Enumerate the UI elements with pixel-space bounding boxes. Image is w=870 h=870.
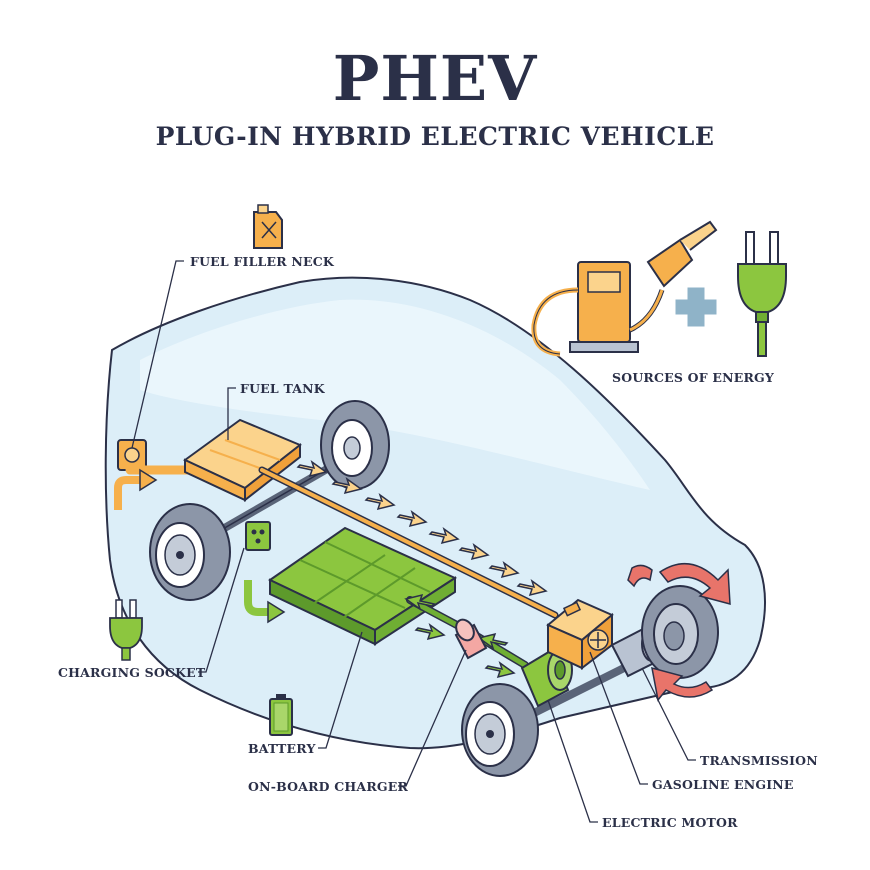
electric-plug-icon: [737, 231, 787, 357]
label-battery: BATTERY: [248, 741, 316, 756]
page-subtitle: PLUG-IN HYBRID ELECTRIC VEHICLE: [155, 122, 715, 151]
battery-pack-part: [268, 526, 458, 646]
label-transmission: TRANSMISSION: [700, 753, 818, 768]
label-electric-motor: ELECTRIC MOTOR: [602, 815, 738, 830]
on-board-charger-part: [454, 618, 488, 660]
label-fuel-filler-neck: FUEL FILLER NECK: [190, 254, 334, 269]
rotation-arrows: [627, 562, 731, 702]
plus-icon: [675, 287, 717, 327]
rear-right-wheel: [320, 400, 390, 490]
leader-lines: [131, 260, 696, 823]
label-gasoline-engine: GASOLINE ENGINE: [652, 777, 794, 792]
fuel-inflow-arrow: [114, 476, 142, 510]
fuel-pump-icon: [531, 220, 718, 357]
front-right-wheel: [641, 585, 719, 679]
label-charging-socket: CHARGING SOCKET: [58, 665, 206, 680]
label-sources-of-energy: SOURCES OF ENERGY: [612, 370, 775, 385]
electric-flow-arrows: [404, 593, 516, 679]
charge-inflow-arrow: [244, 580, 270, 616]
rear-left-wheel: [149, 503, 231, 601]
front-left-wheel: [461, 683, 539, 777]
car-window-shade: [140, 299, 650, 490]
battery-icon: [269, 694, 293, 736]
charging-plug-icon: [109, 599, 143, 661]
page-title: PHEV: [332, 42, 538, 115]
gasoline-engine-part: [546, 598, 614, 671]
fuel-flow-arrows: [296, 460, 548, 597]
label-on-board-charger: ON-BOARD CHARGER: [248, 779, 409, 794]
jerry-can-icon: [253, 204, 283, 249]
label-fuel-tank: FUEL TANK: [240, 381, 325, 396]
electric-motor-part: [520, 648, 573, 708]
charging-socket-part: [245, 521, 271, 551]
